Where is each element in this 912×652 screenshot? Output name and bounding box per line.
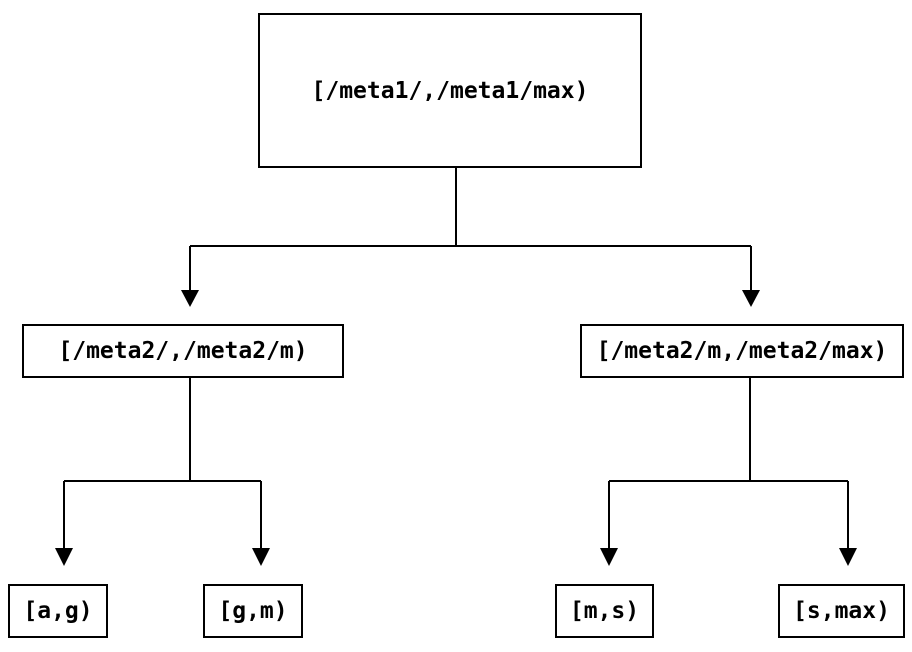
tree-node-right-child: [/meta2/m,/meta2/max) <box>580 324 904 378</box>
connector-root-to-children <box>181 168 760 307</box>
tree-node-leaf-a-g: [a,g) <box>8 584 108 638</box>
connector-left-child-to-leaves <box>55 378 270 566</box>
connector-right-child-to-leaves <box>600 378 857 566</box>
node-label-leaf-m-s: [m,s) <box>569 598 640 624</box>
arrowhead-down-icon <box>252 548 270 566</box>
node-label-root: [/meta1/,/meta1/max) <box>311 77 589 104</box>
tree-node-leaf-m-s: [m,s) <box>555 584 654 638</box>
edge-lines-right-subtree <box>608 378 849 549</box>
edge-lines-root <box>189 168 752 291</box>
node-label-left-child: [/meta2/,/meta2/m) <box>58 338 308 364</box>
tree-node-leaf-s-max: [s,max) <box>778 584 905 638</box>
tree-node-left-child: [/meta2/,/meta2/m) <box>22 324 344 378</box>
arrowhead-down-icon <box>181 290 199 307</box>
arrowhead-down-icon <box>55 548 73 566</box>
node-label-leaf-a-g: [a,g) <box>23 598 93 624</box>
node-label-leaf-g-m: [g,m) <box>218 598 288 624</box>
arrowhead-down-icon <box>600 548 618 566</box>
tree-node-root: [/meta1/,/meta1/max) <box>258 13 642 168</box>
node-label-leaf-s-max: [s,max) <box>793 598 890 624</box>
arrowhead-down-icon <box>839 548 857 566</box>
tree-node-leaf-g-m: [g,m) <box>203 584 303 638</box>
arrowhead-down-icon <box>742 290 760 307</box>
edge-lines-left-subtree <box>63 378 262 549</box>
node-label-right-child: [/meta2/m,/meta2/max) <box>596 338 888 364</box>
